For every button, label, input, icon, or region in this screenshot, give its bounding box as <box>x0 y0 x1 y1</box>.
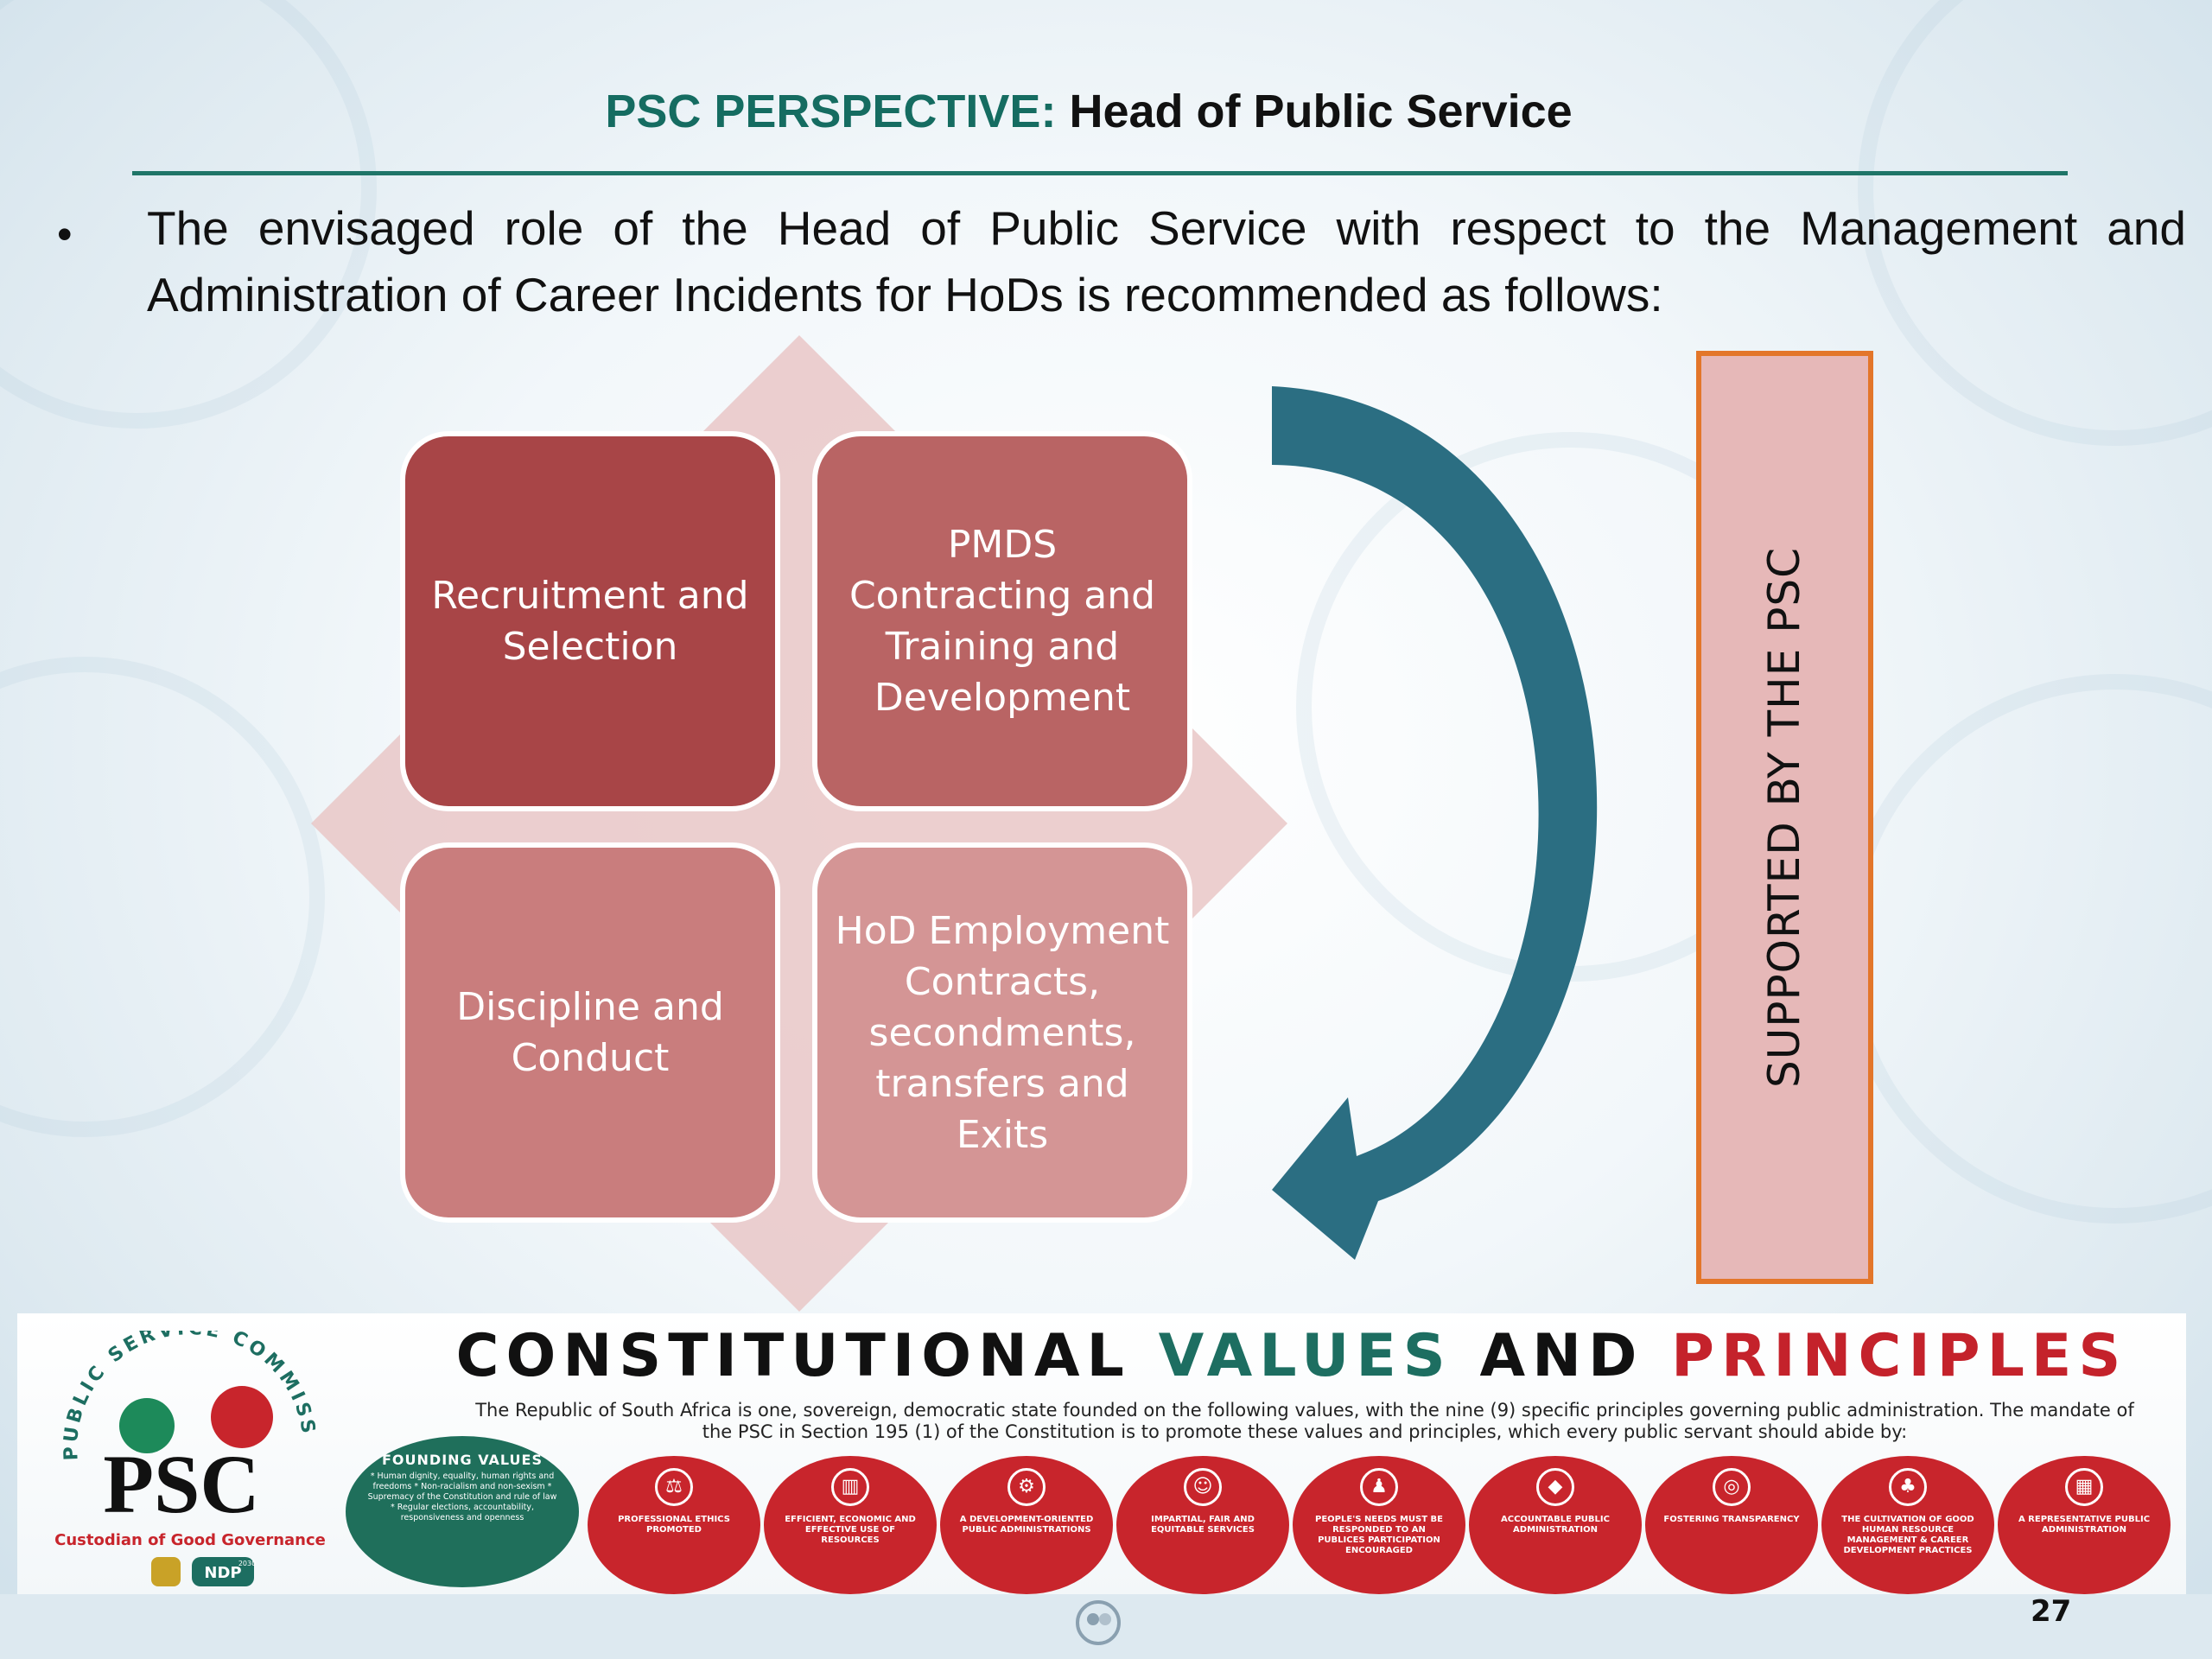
banner-title-part4: PRINCIPLES <box>1671 1322 2128 1390</box>
principle-label: A DEVELOPMENT-ORIENTED PUBLIC ADMINISTRA… <box>959 1515 1094 1535</box>
principle-label: PROFESSIONAL ETHICS PROMOTED <box>618 1515 730 1535</box>
bar-chart-icon: ▥ <box>831 1468 869 1506</box>
gear-icon: ⚙ <box>1007 1468 1046 1506</box>
scales-icon: ⚖ <box>655 1468 693 1506</box>
bullet-marker: • <box>57 210 73 258</box>
principle-label: ACCOUNTABLE PUBLIC ADMINISTRATION <box>1500 1515 1610 1535</box>
principle-badge: ♟ PEOPLE'S NEEDS MUST BE RESPONDED TO AN… <box>1293 1456 1465 1594</box>
calendar-icon: ▦ <box>2065 1468 2103 1506</box>
psc-logo: PUBLIC SERVICE COMMISSION PSC Custodian … <box>43 1331 326 1586</box>
logo-tagline: Custodian of Good Governance <box>54 1531 326 1549</box>
principle-badge: ⚖ PROFESSIONAL ETHICS PROMOTED <box>588 1456 760 1594</box>
slide-title: PSC PERSPECTIVE: Head of Public Service <box>0 85 2177 138</box>
principle-label: IMPARTIAL, FAIR AND EQUITABLE SERVICES <box>1151 1515 1255 1535</box>
banner-title-part2: VALUES <box>1158 1322 1452 1390</box>
shield-icon: ◆ <box>1536 1468 1574 1506</box>
founding-values-title: FOUNDING VALUES <box>382 1452 543 1468</box>
title-accent: PSC PERSPECTIVE: <box>605 86 1057 137</box>
principle-label: A REPRESENTATIVE PUBLIC ADMINISTRATION <box>2018 1515 2151 1535</box>
people-group-icon: ♟ <box>1360 1468 1398 1506</box>
curved-arrow-icon <box>1272 386 1598 1260</box>
logo-figure-red-icon <box>211 1386 273 1448</box>
coat-of-arms-icon <box>151 1557 181 1586</box>
principle-label: EFFICIENT, ECONOMIC AND EFFECTIVE USE OF… <box>785 1515 916 1545</box>
principle-badge: ▦ A REPRESENTATIVE PUBLIC ADMINISTRATION <box>1998 1456 2171 1594</box>
ndp-label: NDP <box>204 1564 241 1582</box>
logo-letters: PSC <box>103 1438 259 1530</box>
constitutional-values-banner: PUBLIC SERVICE COMMISSION PSC Custodian … <box>17 1313 2186 1594</box>
principle-badge: ▥ EFFICIENT, ECONOMIC AND EFFECTIVE USE … <box>764 1456 937 1594</box>
supported-by-psc-box: SUPPORTED BY THE PSC <box>1696 351 1873 1284</box>
principle-label: PEOPLE'S NEEDS MUST BE RESPONDED TO AN P… <box>1315 1515 1443 1555</box>
founding-values-badge: FOUNDING VALUES * Human dignity, equalit… <box>346 1436 579 1587</box>
page-number: 27 <box>2031 1594 2072 1629</box>
supported-by-psc-label: SUPPORTED BY THE PSC <box>1759 546 1810 1089</box>
principle-label: FOSTERING TRANSPARENCY <box>1663 1515 1800 1524</box>
principle-badge: ♣ THE CULTIVATION OF GOOD HUMAN RESOURCE… <box>1821 1456 1994 1594</box>
principle-label: THE CULTIVATION OF GOOD HUMAN RESOURCE M… <box>1841 1515 1974 1555</box>
logo-figure-green-icon <box>119 1398 175 1453</box>
principle-badge: ◆ ACCOUNTABLE PUBLIC ADMINISTRATION <box>1469 1456 1642 1594</box>
box-pmds-contracting: PMDS Contracting and Training and Develo… <box>812 431 1192 811</box>
ndp-logo-icon <box>192 1557 254 1586</box>
title-main: Head of Public Service <box>1069 86 1573 137</box>
title-underline <box>132 171 2068 175</box>
box-hod-employment-contracts: HoD Employment Contracts, secondments, t… <box>812 842 1192 1223</box>
box-discipline-and-conduct: Discipline and Conduct <box>400 842 780 1223</box>
ndp-year: 2030 <box>238 1560 256 1567</box>
person-icon: ☺ <box>1184 1468 1222 1506</box>
banner-title-part1: CONSTITUTIONAL <box>455 1322 1131 1390</box>
box-recruitment-and-selection: Recruitment and Selection <box>400 431 780 811</box>
founding-values-body: * Human dignity, equality, human rights … <box>367 1471 557 1522</box>
principle-badge: ⚙ A DEVELOPMENT-ORIENTED PUBLIC ADMINIST… <box>940 1456 1113 1594</box>
team-icon: ♣ <box>1889 1468 1927 1506</box>
banner-description: The Republic of South Africa is one, sov… <box>475 1400 2134 1442</box>
footer-emblem-icon <box>1076 1600 1121 1645</box>
principle-badge: ◎ FOSTERING TRANSPARENCY <box>1645 1456 1818 1594</box>
bullet-text: The envisaged role of the Head of Public… <box>147 201 2186 321</box>
principle-badge: ☺ IMPARTIAL, FAIR AND EQUITABLE SERVICES <box>1116 1456 1289 1594</box>
banner-title-part3: AND <box>1479 1322 1644 1390</box>
banner-title: CONSTITUTIONAL VALUES AND PRINCIPLES <box>406 1322 2177 1390</box>
eye-icon: ◎ <box>1713 1468 1751 1506</box>
